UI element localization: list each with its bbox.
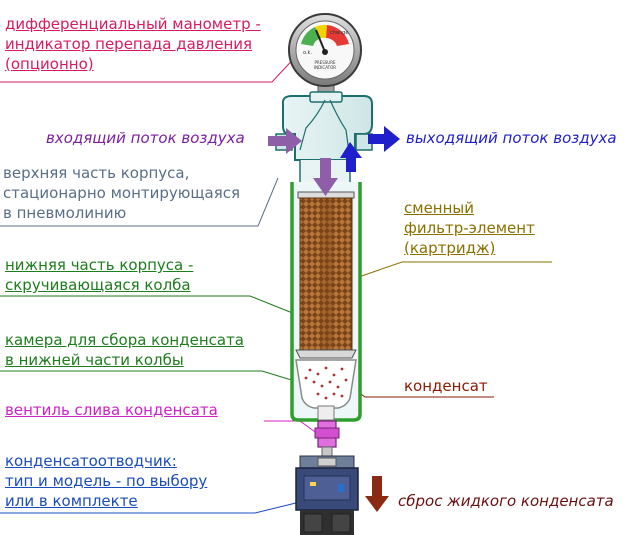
- gauge-right-mark: change: [330, 30, 348, 36]
- label-chamber: камера для сбора конденсата в нижней час…: [5, 331, 245, 369]
- gauge-needle: [315, 29, 326, 53]
- pressure-tube-right: [329, 99, 351, 161]
- inflow-arrow: [268, 128, 302, 154]
- upflow-arrow: [340, 142, 362, 172]
- gauge-face-text-1: PRESSURE: [314, 60, 336, 65]
- cartridge-bottom-cap: [295, 349, 357, 359]
- leader-lower-bowl: [0, 295, 301, 317]
- liquid-discharge-arrow: [365, 476, 389, 512]
- drain-fitting: [317, 457, 337, 467]
- gauge-face-text-2: INDICATOR: [314, 65, 336, 70]
- label-inflow: входящий поток воздуха: [46, 129, 245, 147]
- pressure-tube-left: [299, 99, 326, 151]
- gauge-left-mark: o.k.: [303, 50, 312, 56]
- cartridge-pleats: [299, 197, 353, 351]
- condensate-droplets: [304, 366, 348, 400]
- label-drain: конденсатоотводчик: тип и модель - по вы…: [5, 452, 208, 510]
- label-outflow: выходящий поток воздуха: [406, 129, 617, 147]
- label-drain-valve: вентиль слива конденсата: [5, 401, 218, 419]
- drain-button: [338, 484, 344, 492]
- leader-cartridge: [349, 261, 552, 281]
- drain-led: [310, 482, 316, 486]
- label-lower-bowl: нижняя часть корпуса - скручивающаяся ко…: [5, 256, 194, 294]
- flow-arrows: [268, 126, 400, 512]
- gauge-red-zone: [326, 25, 349, 46]
- cartridge-core: [320, 198, 332, 350]
- leader-drain: [0, 501, 301, 514]
- leader-drain-valve: [264, 420, 319, 435]
- condensate-drain-unit: [295, 455, 359, 535]
- filter-cartridge: [295, 191, 357, 359]
- label-liquid-discharge: сброс жидкого конденсата: [398, 492, 614, 510]
- label-manometer: дифференциальный манометр - индикатор пе…: [5, 15, 261, 73]
- valve-nut: [314, 427, 340, 439]
- downflow-arrow: [313, 158, 338, 196]
- chamber-outlet: [317, 405, 335, 421]
- outflow-arrow: [368, 126, 400, 152]
- pressure-gauge: o.k. change PRESSURE INDICATOR: [288, 13, 362, 99]
- leader-upper-housing: [0, 177, 279, 227]
- drain-foot-left: [303, 513, 323, 533]
- drain-foot-right: [331, 513, 351, 533]
- drain-valve: [314, 420, 340, 458]
- label-cartridge: сменный фильтр-элемент (картридж): [404, 199, 535, 257]
- label-upper-housing: верхняя часть корпуса, стационарно монти…: [3, 164, 241, 222]
- leader-chamber: [0, 370, 299, 383]
- condensate-chamber: [295, 359, 357, 421]
- label-condensate: конденсат: [404, 377, 488, 395]
- head-top-boss: [309, 91, 343, 103]
- gauge-pivot: [322, 49, 328, 55]
- gauge-yellow-zone: [315, 24, 327, 38]
